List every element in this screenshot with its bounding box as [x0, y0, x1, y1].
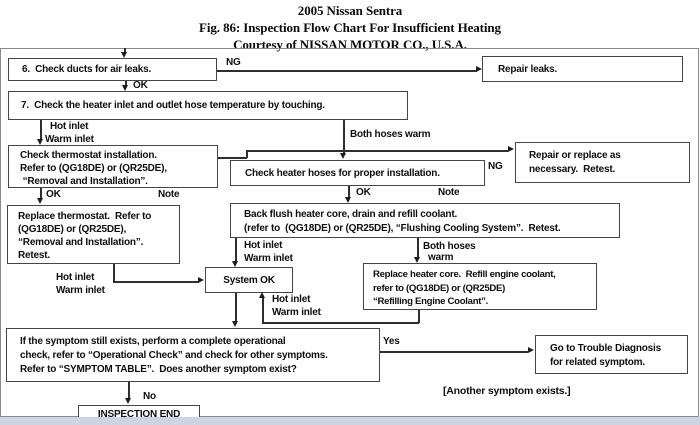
figure-caption: Fig. 86: Inspection Flow Chart For Insuf… [199, 20, 501, 35]
arrowhead-backflush-hot [232, 261, 238, 267]
label-both-hoses-2a: Both hoses [423, 241, 476, 252]
arrowhead-top-in [121, 52, 127, 58]
label-no: No [143, 391, 156, 402]
connector-backflush-hot [235, 238, 237, 262]
arrowhead-hot-inlet-branch [37, 139, 43, 145]
node-check-hose-temp: 7. Check the heater inlet and outlet hos… [8, 91, 408, 120]
connector-core-return-v1 [418, 310, 420, 323]
arrowhead-hoses-ok [345, 197, 351, 203]
label-both-hoses-2b: warm [428, 252, 454, 263]
arrowhead-both-warm-branch [340, 153, 346, 159]
arrowhead-to-system-ok-bottom [259, 292, 265, 298]
page-title: 2005 Nissan Sentra [297, 3, 403, 18]
connector-top-in [124, 48, 126, 53]
node-repair-replace: Repair or replace as necessary. Retest. [515, 142, 690, 183]
node-check-hoses: Check heater hoses for proper installati… [230, 160, 485, 186]
label-note-hoses: Note [438, 187, 460, 198]
label-another-symptom: [Another symptom exists.] [443, 385, 571, 397]
connector-symptom-no [128, 382, 130, 399]
arrowhead-symptom-yes [528, 347, 534, 353]
connector-hot-inlet-branch [40, 120, 42, 140]
arrowhead-system-ok-down [232, 321, 238, 327]
connector-ducts-ng [217, 70, 477, 72]
label-hot-inlet-3a: Hot inlet [56, 272, 95, 283]
node-system-ok: System OK [205, 267, 293, 293]
connector-replace-thermostat-h [113, 281, 199, 283]
label-ok-thermostat: OK [46, 189, 61, 200]
connector-hoses-ok [348, 186, 350, 198]
arrowhead-backflush-both [414, 257, 420, 263]
label-hot-inlet-1b: Warm inlet [45, 134, 94, 145]
connector-core-return-h [262, 322, 419, 324]
label-both-hoses-warm: Both hoses warm [350, 129, 431, 140]
connector-replace-thermostat-v [113, 264, 115, 282]
connector-backflush-both [417, 238, 419, 258]
label-ng-ducts: NG [226, 57, 241, 68]
node-replace-thermostat: Replace thermostat. Refer to (QG18DE) or… [7, 205, 180, 264]
arrowhead-symptom-no [125, 398, 131, 404]
label-hot-inlet-3b: Warm inlet [56, 285, 105, 296]
arrowhead-ducts-ng [476, 66, 482, 72]
connector-ducts-ok [125, 81, 127, 87]
node-symptom-check: If the symptom still exists, perform a c… [6, 328, 380, 382]
connector-system-ok-down [235, 293, 237, 322]
connector-both-warm-branch [343, 120, 345, 154]
connector-hoses-ng [246, 150, 508, 152]
label-hot-inlet-4a: Hot inlet [272, 294, 311, 305]
label-hot-inlet-1a: Hot inlet [50, 121, 89, 132]
label-hot-inlet-4b: Warm inlet [272, 307, 321, 318]
arrowhead-ducts-ok [122, 85, 128, 91]
node-trouble-diagnosis: Go to Trouble Diagnosis for related symp… [535, 335, 688, 374]
connector-symptom-yes [380, 351, 528, 353]
label-hot-inlet-2a: Hot inlet [244, 240, 283, 251]
node-replace-core: Replace heater core. Refill engine coola… [363, 263, 597, 310]
connector-note-jog-v [246, 150, 248, 158]
label-ok-hoses: OK [356, 187, 371, 198]
connector-note-jog-h [218, 157, 247, 159]
node-back-flush: Back flush heater core, drain and refill… [230, 203, 620, 238]
chart-border-frame [0, 48, 699, 417]
label-note-thermostat: Note [158, 189, 180, 200]
node-check-ducts: 6. Check ducts for air leaks. [8, 58, 217, 81]
node-repair-leaks: Repair leaks. [482, 56, 683, 82]
label-yes: Yes [383, 336, 400, 347]
label-ng-hoses: NG [488, 161, 503, 172]
node-check-thermostat: Check thermostat installation. Refer to … [8, 145, 218, 188]
page-bottom-strip [0, 417, 700, 425]
connector-core-return-v2 [262, 298, 264, 323]
label-hot-inlet-2b: Warm inlet [244, 253, 293, 264]
arrowhead-thermostat-ok [37, 198, 43, 204]
connector-thermostat-ok [40, 188, 42, 199]
label-ok-ducts: OK [133, 80, 148, 91]
arrowhead-hoses-ng [508, 146, 514, 152]
arrowhead-to-system-ok-left [198, 277, 204, 283]
